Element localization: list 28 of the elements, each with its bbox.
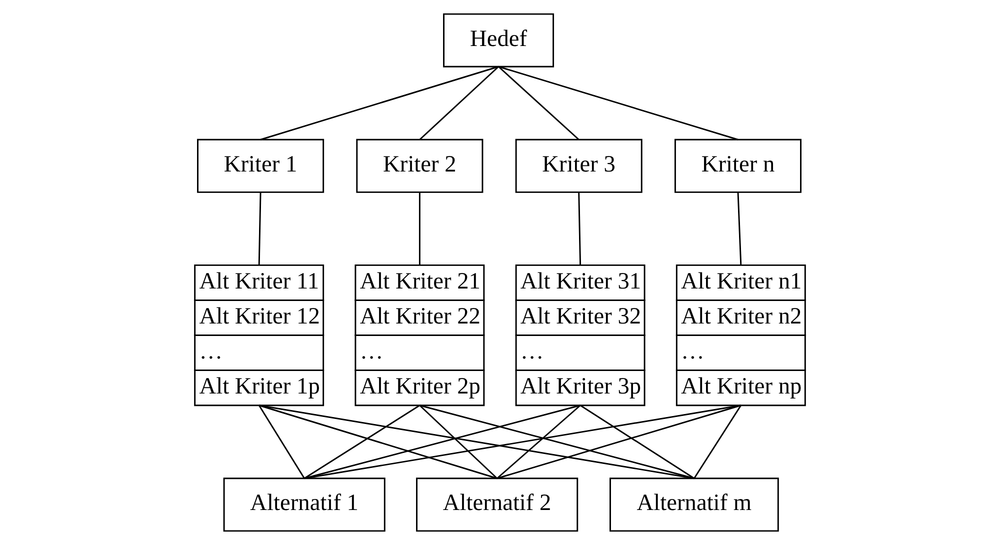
- connector: [420, 404, 694, 480]
- connector: [498, 66, 738, 140]
- connector: [498, 66, 580, 140]
- connector: [260, 66, 499, 140]
- connector: [258, 192, 262, 266]
- node-box: Hedef: [443, 13, 554, 68]
- node-box: Alternatif 2: [416, 478, 578, 532]
- connector: [418, 192, 420, 266]
- node-box: Kriter 2: [356, 138, 484, 193]
- connector: [304, 404, 580, 480]
- connector: [258, 404, 498, 480]
- connector: [258, 404, 694, 480]
- node-box: Alternatif 1: [223, 478, 386, 532]
- connector: [258, 404, 305, 479]
- connector: [496, 404, 581, 479]
- connector: [304, 404, 420, 479]
- connector: [304, 404, 742, 480]
- connector: [580, 404, 695, 479]
- node-box: Kriter 3: [515, 138, 642, 193]
- connector: [737, 192, 742, 266]
- node-box: Alternatif m: [610, 478, 779, 532]
- connector: [578, 192, 582, 266]
- connector: [419, 66, 500, 140]
- connector: [694, 404, 742, 479]
- connector: [496, 404, 742, 480]
- connector: [419, 404, 498, 479]
- node-box: Kriter n: [674, 138, 802, 193]
- node-box: Kriter 1: [197, 138, 324, 193]
